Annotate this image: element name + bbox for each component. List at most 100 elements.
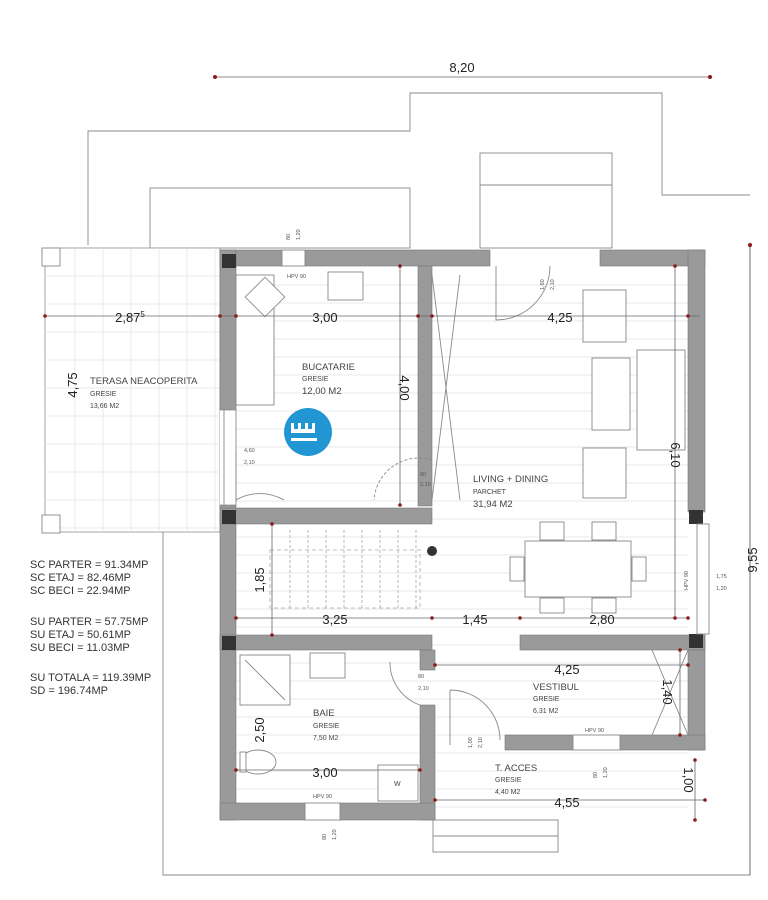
dimension-tick — [234, 768, 238, 772]
dimension-tick — [678, 733, 682, 737]
room-area: 7,50 M2 — [313, 735, 338, 742]
room-finish: GRESIE — [313, 723, 340, 730]
dim-label: 2,87 — [115, 310, 140, 325]
room-name: TERASA NEACOPERITA — [90, 376, 198, 387]
dim-label: 2,50 — [252, 717, 267, 742]
dimension-tick — [416, 314, 420, 318]
room-finish: PARCHET — [473, 489, 507, 496]
dim-label: 1,85 — [252, 567, 267, 592]
door-width: 4,60 — [244, 448, 255, 454]
room-area: 12,00 M2 — [302, 386, 342, 397]
dimension-tick — [673, 264, 677, 268]
dimension-tick — [433, 798, 437, 802]
room-area: 4,40 M2 — [495, 789, 520, 796]
upper-bay-outline — [479, 152, 613, 249]
area-line: SC BECI = 22.94MP — [30, 585, 131, 597]
door-width: 80 — [418, 674, 424, 680]
door-height: 2,10 — [420, 482, 431, 488]
dim-label: 3,25 — [322, 612, 347, 627]
armchair-icon — [582, 447, 627, 499]
area-line: SC PARTER = 91.34MP — [30, 559, 149, 571]
room-name: BUCATARIE — [302, 362, 355, 373]
dining-table-icon — [524, 540, 632, 598]
washbasin-icon — [309, 652, 346, 679]
door-width: 1,00 — [468, 737, 474, 748]
window-sill: HPV 90 — [313, 794, 332, 800]
dim-label: 2,80 — [589, 612, 614, 627]
room-finish: GRESIE — [533, 696, 560, 703]
sofa-icon — [636, 349, 686, 451]
room-vestibul: 4,25 1,40 VESTIBUL GRESIE 6,31 M2 — [533, 662, 675, 715]
dim-label: 4,25 — [547, 310, 572, 325]
column-icon — [427, 546, 437, 556]
washing-machine-icon — [377, 764, 419, 802]
pillar-icon — [41, 247, 61, 267]
dim-label: 1,40 — [660, 679, 675, 704]
room-finish: GRESIE — [302, 376, 329, 383]
door-width: 1,60 — [540, 279, 546, 290]
brand-badge-icon — [284, 408, 332, 456]
area-line: SU PARTER = 57.75MP — [30, 616, 149, 628]
area-line: SU ETAJ = 50.61MP — [30, 629, 131, 641]
area-summary: SC PARTER = 91.34MP SC ETAJ = 82.46MP SC… — [30, 559, 151, 697]
dimension-tick — [270, 522, 274, 526]
dimension-tick — [518, 616, 522, 620]
dimension-tick — [693, 758, 697, 762]
dimension-tick — [686, 616, 690, 620]
dimension-tick — [430, 616, 434, 620]
dimension-tick — [686, 314, 690, 318]
furniture — [235, 271, 686, 853]
terrace — [41, 247, 221, 534]
window-sill: HPV 90 — [585, 728, 604, 734]
room-living: 4,25 6,10 LIVING + DINING PARCHET 31,94 … — [473, 310, 683, 510]
washing-machine-label: W — [394, 781, 401, 788]
interior-dimension-lines — [43, 264, 707, 822]
window-sill: HPV 90 — [684, 571, 690, 590]
room-finish: GRESIE — [495, 777, 522, 784]
window-height: 1,20 — [603, 767, 609, 778]
door-height: 2,10 — [244, 460, 255, 466]
svg-text:2,875: 2,875 — [115, 310, 145, 325]
dim-label: 3,00 — [312, 310, 337, 325]
dim-label: 4,75 — [65, 372, 80, 397]
upper-balcony-outline — [149, 187, 411, 249]
room-name: BAIE — [313, 708, 335, 719]
stove-icon — [327, 271, 364, 301]
dimension-width-total: 8,20 — [213, 60, 712, 79]
room-bucatarie: 3,00 4,00 BUCATARIE GRESIE 12,00 M2 — [302, 310, 412, 401]
room-area: 31,94 M2 — [473, 499, 513, 510]
room-name: T. ACCES — [495, 763, 537, 774]
floor-area — [220, 250, 705, 820]
dimension-tick — [678, 648, 682, 652]
dim-label: 4,00 — [397, 375, 412, 400]
windows — [223, 249, 710, 821]
room-baie: 2,50 3,00 BAIE GRESIE 7,50 M2 W — [252, 708, 401, 788]
dim-label: 8,20 — [449, 60, 474, 75]
dim-label: 4,25 — [554, 662, 579, 677]
door-width: 90 — [420, 472, 426, 478]
doors — [235, 265, 689, 745]
dimension-tick — [398, 264, 402, 268]
room-area: 13,66 M2 — [90, 403, 119, 410]
room-name: VESTIBUL — [533, 682, 579, 693]
dimension-tick — [433, 663, 437, 667]
dimension-tick — [270, 633, 274, 637]
room-area: 6,31 M2 — [533, 708, 558, 715]
walls — [219, 249, 706, 821]
dimension-tick — [430, 314, 434, 318]
site-outline — [87, 92, 750, 245]
sink-icon — [244, 276, 286, 318]
window-width: 80 — [593, 772, 599, 778]
dimension-tick — [43, 314, 47, 318]
dimension-tick — [703, 798, 707, 802]
dimension-tick — [218, 314, 222, 318]
dim-label: 4,55 — [554, 795, 579, 810]
door-height: 2,10 — [418, 686, 429, 692]
room-acces: T. ACCES GRESIE 4,40 M2 4,55 1,00 — [495, 763, 696, 810]
area-line: SU TOTALA = 119.39MP — [30, 672, 151, 684]
door-height: 2,10 — [550, 279, 556, 290]
window-height: 1,20 — [332, 829, 338, 840]
dimension-tick — [686, 663, 690, 667]
window-sill: HPV 90 — [287, 274, 306, 280]
